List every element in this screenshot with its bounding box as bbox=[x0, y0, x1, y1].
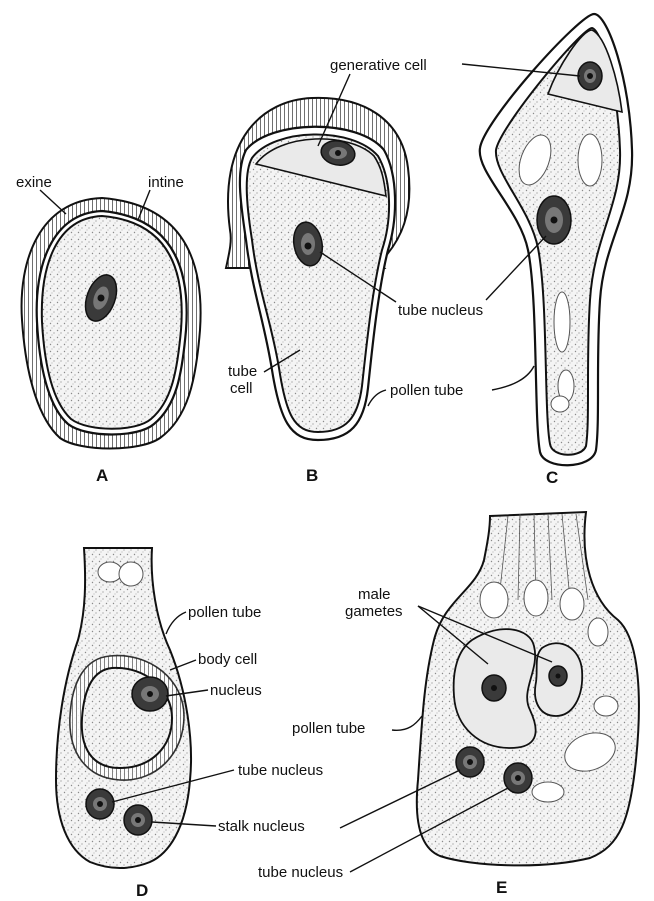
vacuole bbox=[524, 580, 548, 616]
pollen-tube-leader-b bbox=[368, 390, 386, 406]
intine-label: intine bbox=[148, 174, 184, 191]
tube-nucleus bbox=[86, 789, 114, 819]
stalk-nucleus bbox=[456, 747, 484, 777]
tube-nucleus bbox=[537, 196, 571, 244]
exine-leader bbox=[40, 190, 66, 214]
stalk-nucleus bbox=[124, 805, 152, 835]
tube-nucleus-label: tube nucleus bbox=[398, 302, 483, 319]
panel-c: C bbox=[462, 14, 632, 487]
pollen-tube-leader-e bbox=[392, 716, 422, 730]
exine-label: exine bbox=[16, 174, 52, 191]
pollen-tube-label-d: pollen tube bbox=[188, 604, 261, 621]
body-cell-nucleus bbox=[132, 677, 168, 711]
male-gamete-nucleus bbox=[482, 675, 506, 701]
vacuole bbox=[119, 562, 143, 586]
vacuole bbox=[551, 396, 569, 412]
tube-cell-label-line1: tube bbox=[228, 363, 257, 380]
stalk-nucleus-label: stalk nucleus bbox=[218, 818, 305, 835]
tube-cell-label-line2: cell bbox=[230, 380, 253, 397]
vacuole bbox=[532, 782, 564, 802]
pollen-tube-leader-c bbox=[492, 366, 534, 390]
panel-letter-c: C bbox=[546, 468, 558, 487]
body-cell-label: body cell bbox=[198, 651, 257, 668]
panel-b: tube cell B bbox=[226, 74, 409, 485]
generative-nucleus bbox=[578, 62, 602, 90]
panel-d: pollen tube body cell nucleus tube nucle… bbox=[56, 548, 323, 900]
vacuole bbox=[480, 582, 508, 618]
male-gametes-label-line1: male bbox=[358, 586, 391, 603]
panel-letter-b: B bbox=[306, 466, 318, 485]
panel-e: male gametes pollen tube tube nucleus E bbox=[258, 512, 639, 897]
vacuole bbox=[578, 134, 602, 186]
male-gamete-nucleus bbox=[549, 666, 567, 686]
panel-letter-a: A bbox=[96, 466, 108, 485]
pollen-tube-label-bc: pollen tube bbox=[390, 382, 463, 399]
tube-nucleus-label-e: tube nucleus bbox=[258, 864, 343, 881]
vacuole bbox=[560, 588, 584, 620]
male-gametes-label-line2: gametes bbox=[345, 603, 403, 620]
panel-a: exine intine A bbox=[16, 174, 201, 485]
generative-cell-label: generative cell bbox=[330, 57, 427, 74]
vacuole bbox=[98, 562, 122, 582]
panel-letter-d: D bbox=[136, 881, 148, 900]
panel-letter-e: E bbox=[496, 878, 507, 897]
pollen-tube-leader-d bbox=[166, 612, 186, 634]
pollen-tube-label-e: pollen tube bbox=[292, 720, 365, 737]
nucleus-label: nucleus bbox=[210, 682, 262, 699]
vacuole bbox=[588, 618, 608, 646]
vacuole bbox=[594, 696, 618, 716]
pollen-cytoplasm bbox=[42, 216, 182, 429]
tube-nucleus-label-d: tube nucleus bbox=[238, 762, 323, 779]
vacuole bbox=[554, 292, 570, 352]
